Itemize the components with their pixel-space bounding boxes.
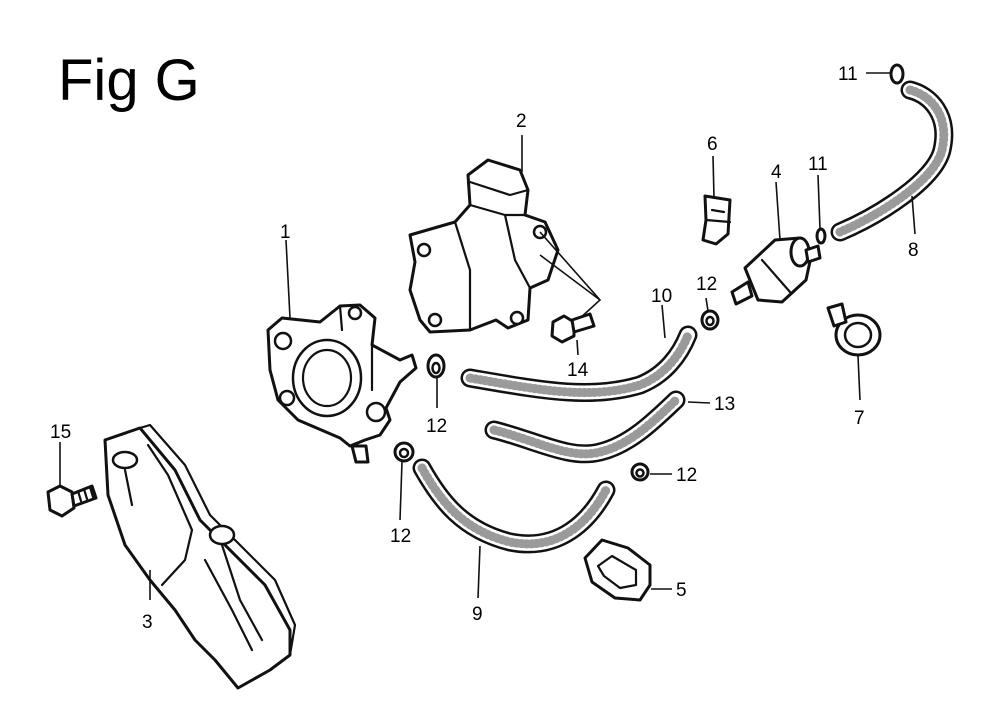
callout-2: 2	[516, 111, 527, 132]
part-bolt-14	[550, 312, 596, 344]
callout-12-b: 12	[390, 526, 411, 547]
part-oring-11-b	[815, 227, 827, 245]
callout-11-b: 11	[808, 154, 828, 175]
callout-13: 13	[714, 394, 735, 415]
part-hose-13	[484, 390, 686, 464]
callout-5: 5	[676, 580, 687, 601]
callout-4: 4	[771, 162, 782, 183]
part-filter-4	[730, 236, 822, 306]
part-bolt-15	[46, 484, 98, 518]
callout-15: 15	[50, 422, 71, 443]
callout-3: 3	[142, 612, 153, 633]
callout-10: 10	[651, 286, 672, 307]
callout-1: 1	[280, 222, 291, 243]
callout-8: 8	[908, 240, 919, 261]
part-oring-11-a	[889, 63, 905, 85]
part-clip-12-c	[700, 309, 720, 331]
part-hose-10	[460, 325, 698, 403]
callout-12-c: 12	[696, 274, 717, 295]
part-clip-12-b	[393, 441, 415, 463]
callout-7: 7	[854, 408, 865, 429]
part-hose-8	[830, 80, 954, 242]
part-pump-body-1	[266, 303, 418, 464]
part-grommet-5	[583, 538, 652, 602]
callout-12-a: 12	[426, 416, 447, 437]
part-clip-12-d	[630, 462, 650, 482]
callout-14: 14	[567, 360, 589, 381]
callout-6: 6	[707, 134, 718, 155]
callout-12-d: 12	[676, 465, 697, 486]
callout-9: 9	[472, 604, 483, 625]
part-bracket-3	[103, 423, 297, 690]
part-clip-6	[701, 194, 732, 246]
callout-11-a: 11	[838, 64, 858, 85]
part-cover-2	[408, 158, 602, 334]
part-clip-12-a	[426, 353, 446, 379]
leader-lines	[59, 72, 916, 600]
figure-title: Fig G	[58, 48, 200, 113]
part-clamp-7	[826, 302, 882, 357]
part-hose-9	[412, 458, 616, 554]
